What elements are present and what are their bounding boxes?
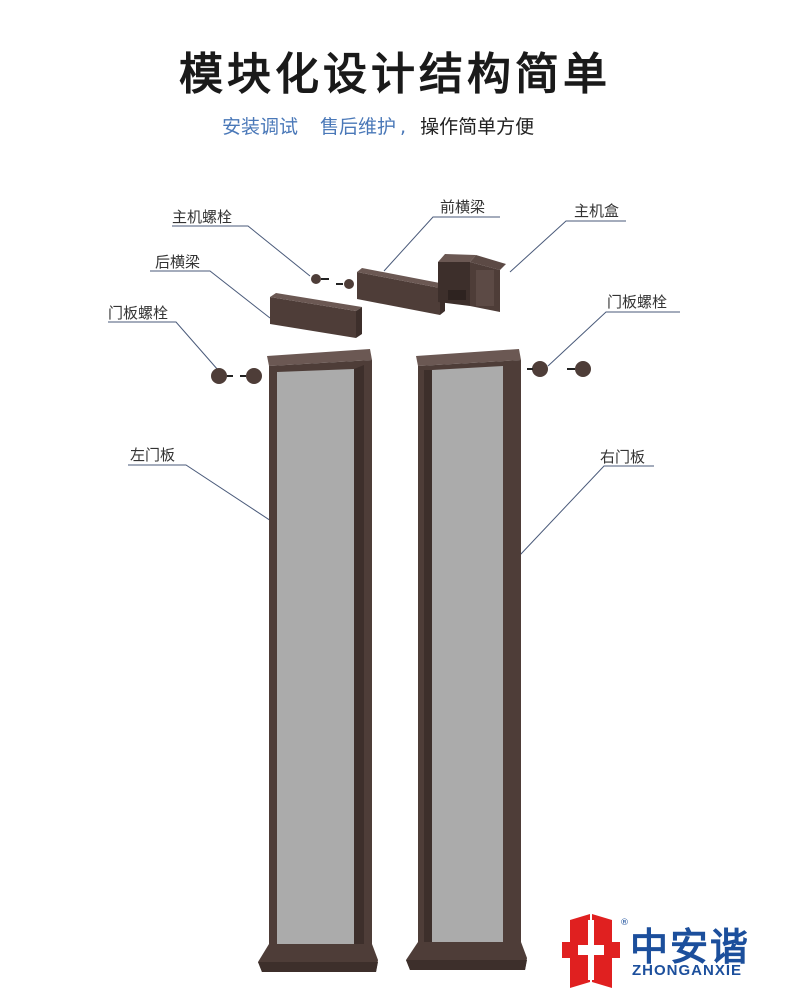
logo-registered: ® <box>620 918 629 928</box>
leader-host-box <box>509 220 626 273</box>
label-rear-beam: 后横梁 <box>155 253 201 271</box>
subtitle-operation: 操作简单方便 <box>420 116 535 138</box>
left-door-panel <box>258 349 378 972</box>
logo-mark-icon <box>562 914 620 988</box>
label-left-panel: 左门板 <box>130 446 176 464</box>
logo-name-en: ZHONGANXIE <box>632 962 743 979</box>
rear-beam <box>270 293 362 338</box>
leader-door-bolt-left <box>108 321 219 371</box>
label-right-panel: 右门板 <box>600 448 646 466</box>
leader-rear-beam <box>150 270 271 319</box>
subtitle-comma: , <box>400 116 407 138</box>
page-subtitle: 安装调试售后维护, 操作简单方便 <box>222 112 534 139</box>
label-host-bolt: 主机螺栓 <box>172 208 233 226</box>
host-box <box>438 254 506 312</box>
brand-logo: ® 中安谐 ZHONGANXIE <box>560 912 780 992</box>
subtitle-install: 安装调试 <box>222 116 299 138</box>
front-beam <box>357 268 445 315</box>
label-door-bolt-left: 门板螺栓 <box>108 304 169 322</box>
subtitle-service: 售后维护 <box>320 116 397 138</box>
page-title: 模块化设计结构简单 <box>179 49 611 100</box>
door-bolts-left <box>211 368 262 384</box>
label-front-beam: 前横梁 <box>440 198 486 216</box>
door-bolts-right <box>527 361 591 377</box>
label-door-bolt-right: 门板螺栓 <box>607 293 668 311</box>
label-host-box: 主机盒 <box>574 202 620 220</box>
leader-front-beam <box>383 216 500 272</box>
leader-right-panel <box>519 465 654 556</box>
right-door-panel <box>406 349 527 970</box>
leader-left-panel <box>128 464 298 539</box>
host-bolts <box>311 274 354 289</box>
leader-lines <box>108 216 680 556</box>
logo-name-cn: 中安谐 <box>630 925 751 969</box>
leader-door-bolt-right <box>547 311 680 367</box>
leader-host-bolt <box>172 225 311 277</box>
